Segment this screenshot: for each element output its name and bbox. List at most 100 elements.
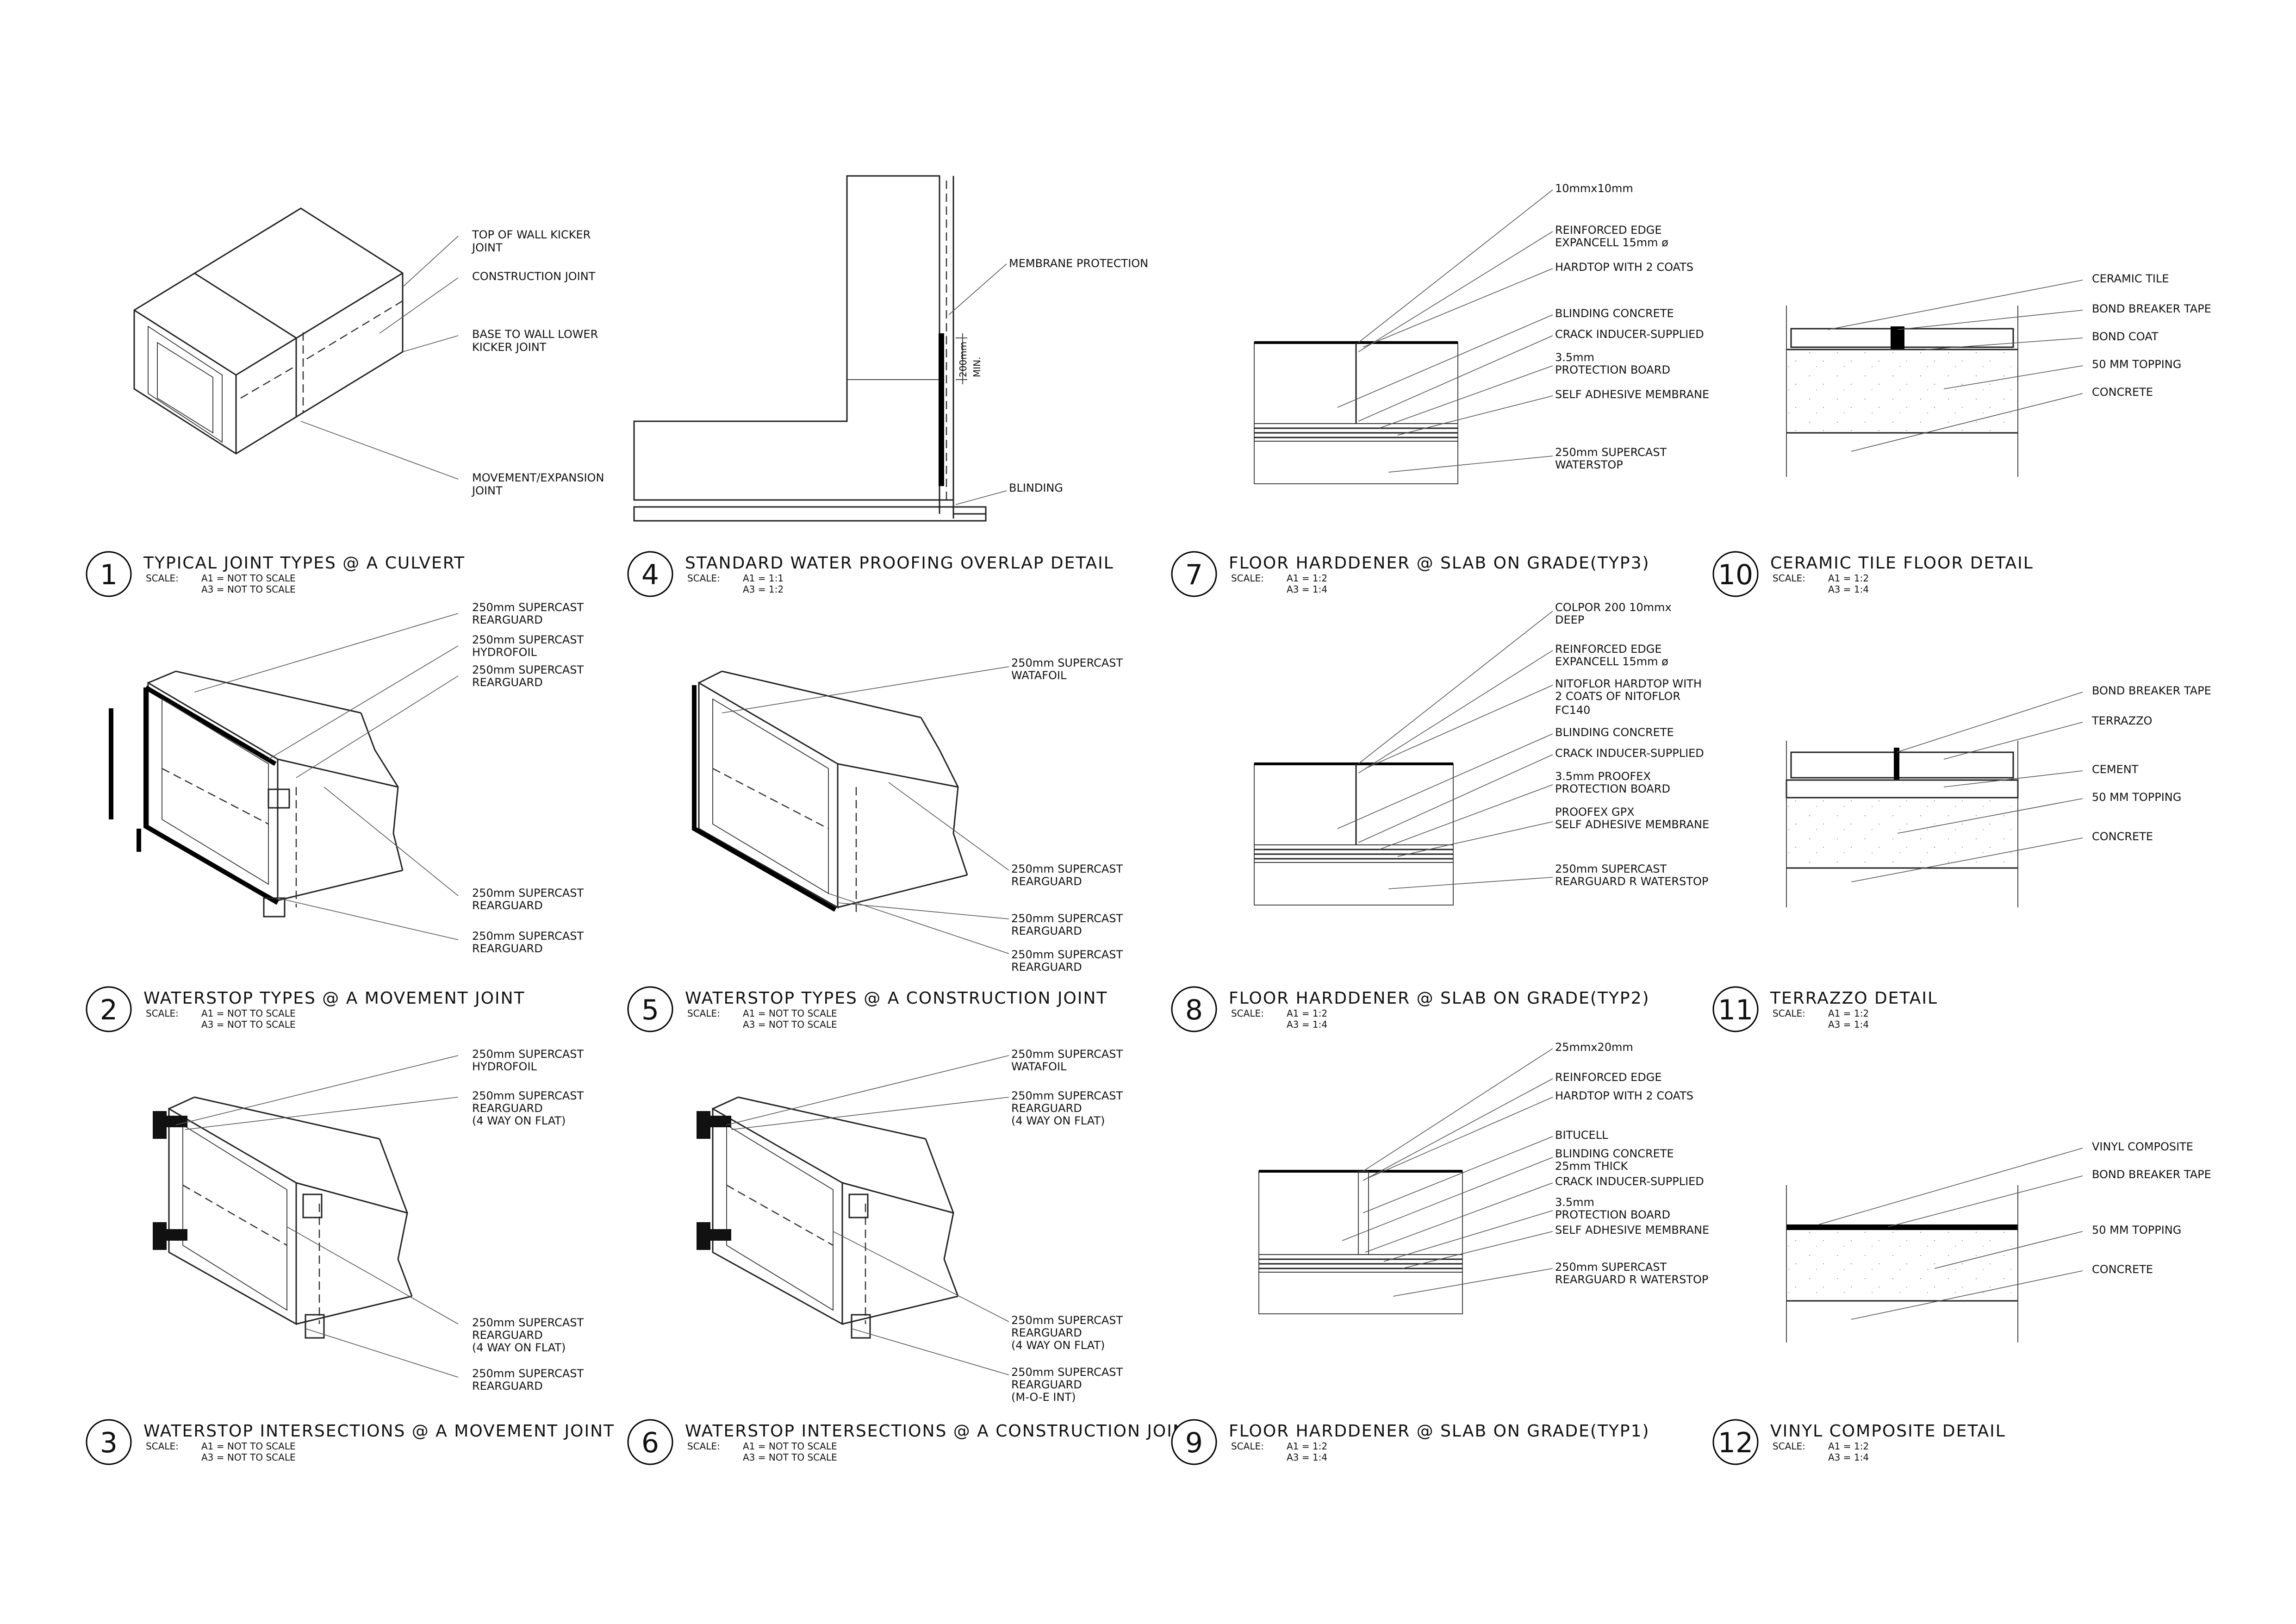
detail-12-drawing: [1786, 1185, 2018, 1343]
scale-label: SCALE:: [687, 573, 720, 584]
detail-8-label: BLINDING CONCRETE: [1555, 726, 1674, 739]
detail-6-label: WATAFOIL: [1011, 1060, 1067, 1073]
detail-2-label: REARGUARD: [472, 899, 543, 912]
detail-12-label: CONCRETE: [2092, 1263, 2153, 1276]
detail-10-label: 50 MM TOPPING: [2092, 358, 2181, 371]
detail-1-label: JOINT: [471, 241, 503, 254]
detail-11-label: CEMENT: [2092, 763, 2139, 776]
scale-a1: A1 = 1:2: [1828, 1441, 1869, 1452]
detail-7-label: CRACK INDUCER-SUPPLIED: [1555, 328, 1704, 341]
title-block-4: 4 STANDARD WATER PROOFING OVERLAP DETAIL…: [627, 551, 1114, 597]
detail-7-label: 250mm SUPERCAST: [1555, 446, 1667, 459]
detail-11-label: 50 MM TOPPING: [2092, 791, 2181, 804]
scale-label: SCALE:: [687, 1008, 720, 1019]
detail-10-label: BOND COAT: [2092, 330, 2159, 343]
detail-4-label: MEMBRANE PROTECTION: [1009, 257, 1148, 270]
detail-2-label: 250mm SUPERCAST: [472, 887, 584, 899]
callout-labels: TOP OF WALL KICKER JOINT CONSTRUCTION JO…: [471, 182, 2211, 1404]
detail-2-drawing: [109, 670, 404, 918]
detail-title: WATERSTOP INTERSECTIONS @ A CONSTRUCTION…: [685, 1422, 1197, 1441]
detail-number: 9: [1185, 1427, 1203, 1459]
detail-title: WATERSTOP TYPES @ A MOVEMENT JOINT: [143, 989, 525, 1008]
detail-5-label: 250mm SUPERCAST: [1011, 912, 1123, 925]
detail-9-label: HARDTOP WITH 2 COATS: [1555, 1089, 1693, 1102]
detail-number: 2: [100, 994, 118, 1026]
title-block-2: 2 WATERSTOP TYPES @ A MOVEMENT JOINT SCA…: [86, 986, 525, 1032]
detail-5-label: 250mm SUPERCAST: [1011, 656, 1123, 669]
detail-7-label: SELF ADHESIVE MEMBRANE: [1555, 388, 1709, 401]
title-block-6: 6 WATERSTOP INTERSECTIONS @ A CONSTRUCTI…: [627, 1419, 1197, 1465]
detail-11-label: CONCRETE: [2092, 830, 2153, 843]
detail-6-label: (M-O-E INT): [1011, 1391, 1076, 1404]
detail-number: 1: [100, 559, 118, 591]
scale-a3: A3 = NOT TO SCALE: [201, 1452, 296, 1463]
detail-number: 8: [1185, 994, 1203, 1026]
detail-2-label: HYDROFOIL: [472, 646, 537, 659]
title-block-3: 3 WATERSTOP INTERSECTIONS @ A MOVEMENT J…: [86, 1419, 615, 1465]
detail-3-label: 250mm SUPERCAST: [472, 1089, 584, 1102]
detail-11-label: BOND BREAKER TAPE: [2092, 684, 2211, 697]
leader-lines: [175, 189, 2083, 1378]
detail-2-label: REARGUARD: [472, 676, 543, 689]
scale-label: SCALE:: [146, 1008, 179, 1019]
detail-title: WATERSTOP INTERSECTIONS @ A MOVEMENT JOI…: [143, 1422, 615, 1441]
detail-3-label: REARGUARD: [472, 1380, 543, 1393]
detail-8-label: REARGUARD R WATERSTOP: [1555, 875, 1708, 888]
scale-label: SCALE:: [1773, 1008, 1805, 1019]
scale-a3: A3 = 1:4: [1828, 1452, 1869, 1463]
detail-title: TERRAZZO DETAIL: [1770, 989, 1938, 1008]
detail-title: CERAMIC TILE FLOOR DETAIL: [1770, 554, 2034, 573]
detail-5-label: REARGUARD: [1011, 875, 1082, 888]
detail-7-label: PROTECTION BOARD: [1555, 363, 1670, 376]
detail-5-drawing: [692, 670, 968, 912]
detail-title: STANDARD WATER PROOFING OVERLAP DETAIL: [685, 554, 1114, 573]
detail-8-label: COLPOR 200 10mmx: [1555, 601, 1672, 614]
detail-4-label: BLINDING: [1009, 481, 1063, 494]
detail-9-label: 25mmx20mm: [1555, 1041, 1633, 1054]
detail-6-drawing: [697, 1096, 959, 1339]
scale-a1: A1 = NOT TO SCALE: [743, 1008, 837, 1019]
detail-8-label: CRACK INDUCER-SUPPLIED: [1555, 747, 1704, 760]
detail-9-label: 25mm THICK: [1555, 1160, 1628, 1173]
detail-9-label: REARGUARD R WATERSTOP: [1555, 1273, 1708, 1286]
scale-a1: A1 = 1:2: [1287, 573, 1327, 584]
scale-a1: A1 = 1:2: [1287, 1008, 1327, 1019]
detail-7-label: BLINDING CONCRETE: [1555, 307, 1674, 320]
scale-a3: A3 = NOT TO SCALE: [743, 1452, 837, 1463]
detail-4-dimension-note: MIN.: [971, 357, 983, 377]
scale-label: SCALE:: [1773, 1441, 1805, 1452]
title-block-10: 10 CERAMIC TILE FLOOR DETAIL SCALE: A1 =…: [1712, 551, 2034, 597]
detail-number: 5: [641, 994, 659, 1026]
detail-6-label: 250mm SUPERCAST: [1011, 1314, 1123, 1327]
detail-1-drawing: [133, 207, 404, 455]
scale-a3: A3 = 1:4: [1287, 1452, 1327, 1463]
detail-11-label: TERRAZZO: [2091, 714, 2152, 727]
detail-title: TYPICAL JOINT TYPES @ A CULVERT: [143, 554, 465, 573]
detail-3-label: (4 WAY ON FLAT): [472, 1341, 566, 1354]
detail-10-label: CERAMIC TILE: [2092, 272, 2169, 285]
detail-3-label: REARGUARD: [472, 1102, 543, 1115]
detail-7-label: REINFORCED EDGE: [1555, 224, 1661, 237]
scale-a1: A1 = 1:2: [1287, 1441, 1327, 1452]
scale-a3: A3 = 1:4: [1287, 584, 1327, 595]
detail-8-label: DEEP: [1555, 613, 1584, 626]
detail-title: FLOOR HARDDENER @ SLAB ON GRADE(TYP3): [1229, 554, 1650, 573]
detail-6-label: (4 WAY ON FLAT): [1011, 1339, 1105, 1352]
detail-7-label: EXPANCELL 15mm ø: [1555, 236, 1668, 249]
detail-8-label: SELF ADHESIVE MEMBRANE: [1555, 818, 1709, 831]
detail-3-drawing: [153, 1096, 413, 1339]
detail-1-label: TOP OF WALL KICKER: [472, 228, 591, 241]
detail-7-label: HARDTOP WITH 2 COATS: [1555, 261, 1693, 274]
scale-a1: A1 = 1:2: [1828, 1008, 1869, 1019]
scale-a1: A1 = NOT TO SCALE: [201, 573, 296, 584]
scale-a1: A1 = 1:2: [1828, 573, 1869, 584]
detail-title: VINYL COMPOSITE DETAIL: [1770, 1422, 2006, 1441]
detail-2-label: 250mm SUPERCAST: [472, 663, 584, 676]
detail-1-label: JOINT: [471, 484, 503, 497]
detail-12-label: BOND BREAKER TAPE: [2092, 1168, 2211, 1181]
scale-a3: A3 = 1:4: [1828, 584, 1869, 595]
detail-title: FLOOR HARDDENER @ SLAB ON GRADE(TYP1): [1229, 1422, 1650, 1441]
detail-2-label: REARGUARD: [472, 942, 543, 955]
detail-12-label: 50 MM TOPPING: [2092, 1224, 2181, 1237]
